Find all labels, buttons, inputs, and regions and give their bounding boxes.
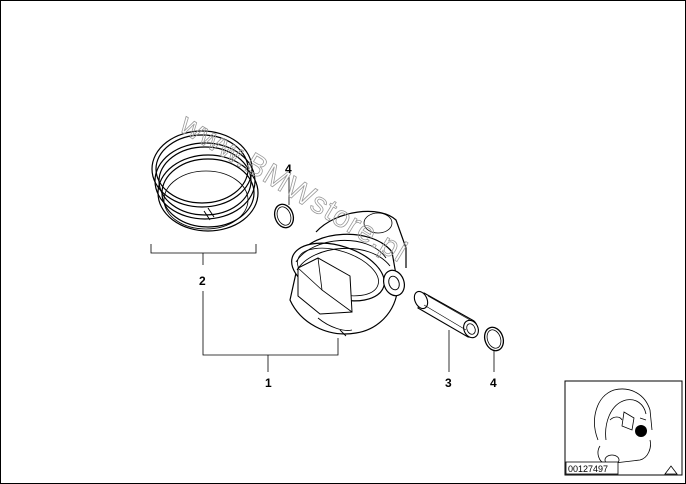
rings-bracket bbox=[150, 244, 257, 265]
leader-piston bbox=[202, 291, 339, 372]
callout-pin: 3 bbox=[445, 376, 452, 390]
piston bbox=[289, 210, 407, 337]
callout-rings: 2 bbox=[199, 274, 206, 288]
circlip-top bbox=[273, 203, 295, 229]
callout-clip-right: 4 bbox=[490, 376, 497, 390]
watermark-text: www.BMWstore.pl bbox=[174, 107, 413, 269]
location-marker bbox=[635, 425, 647, 437]
callout-piston: 1 bbox=[265, 376, 272, 390]
vehicle-thumbnail: 00127497 bbox=[564, 380, 683, 476]
circlip-right bbox=[483, 326, 505, 352]
callout-clip-top: 4 bbox=[285, 162, 292, 176]
piston-rings bbox=[151, 130, 259, 232]
diagram-id: 00127497 bbox=[568, 464, 608, 474]
piston-pin bbox=[413, 290, 479, 339]
triangle-icon bbox=[664, 465, 678, 475]
